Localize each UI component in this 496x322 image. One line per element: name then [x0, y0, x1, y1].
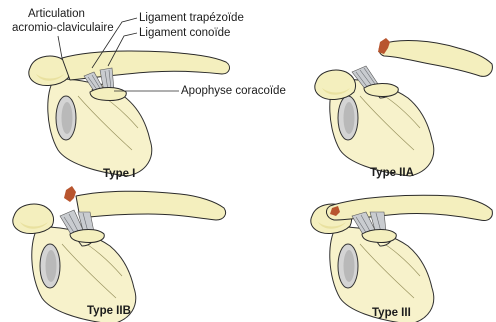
label-apophyse-coracoide: Apophyse coracoïde: [181, 85, 286, 97]
fracture-site: [64, 186, 76, 202]
acromion: [315, 70, 356, 99]
label-ligament-conoide: Ligament conoïde: [139, 27, 230, 39]
caption-type-iia: Type IIA: [370, 167, 414, 179]
clavicle: [327, 195, 493, 220]
acromion: [13, 204, 54, 233]
panel-type-iii: Type III: [311, 195, 493, 322]
label-ligament-trapezoide: Ligament trapézoïde: [139, 12, 244, 24]
clavicle: [379, 41, 492, 77]
leader-articulation: [58, 36, 62, 58]
caption-type-iii: Type III: [372, 307, 411, 319]
caption-type-i: Type I: [103, 168, 135, 180]
panel-type-iib: Type IIB: [13, 186, 226, 322]
label-articulation-line2: acromio-claviculaire: [12, 22, 114, 34]
panel-type-iia: Type IIA: [315, 38, 493, 179]
caption-type-iib: Type IIB: [87, 305, 131, 317]
panel-type-i: Articulation acromio-claviculaire Ligame…: [12, 8, 286, 180]
clavicle: [76, 191, 226, 220]
label-articulation-line1: Articulation: [28, 8, 85, 20]
